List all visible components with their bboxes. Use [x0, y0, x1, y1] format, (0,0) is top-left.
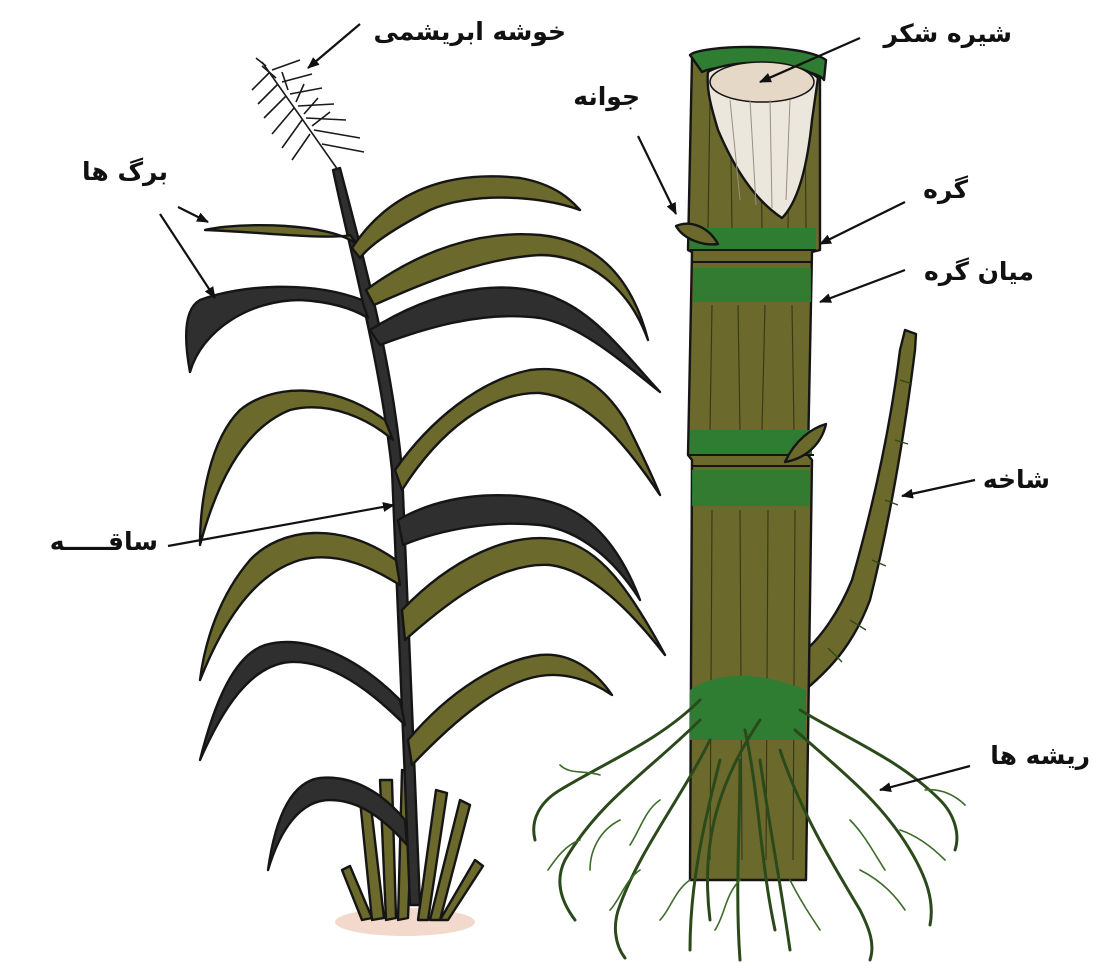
- label-silk-tassel: خوشه ابریشمی: [373, 17, 566, 47]
- arrow-node: [820, 202, 905, 244]
- leaf: [408, 655, 612, 765]
- arrow-leaves-2: [160, 214, 215, 298]
- label-roots: ریشه ها: [990, 741, 1090, 770]
- label-bud: جوانه: [573, 82, 640, 112]
- arrow-branch: [902, 480, 975, 496]
- leaf: [402, 538, 665, 655]
- cane-section: [534, 47, 965, 960]
- leaf: [186, 287, 368, 372]
- leaves-group: [186, 176, 665, 870]
- silk-tassel: [252, 58, 364, 170]
- node-band: [692, 470, 810, 506]
- arrow-bud: [638, 136, 676, 214]
- arrow-internode: [820, 270, 905, 302]
- leaf: [205, 225, 358, 245]
- whole-plant: [186, 58, 665, 936]
- label-sugar-juice: شیره شکر: [882, 19, 1012, 49]
- leaf: [395, 369, 660, 495]
- label-leaves: برگ ها: [82, 157, 168, 187]
- label-branch: شاخه: [983, 465, 1050, 494]
- leaf: [200, 642, 405, 760]
- arrow-silk-tassel: [308, 24, 360, 68]
- node-band: [693, 268, 811, 302]
- label-internode: میان گره: [924, 257, 1034, 287]
- label-node: گره: [923, 175, 968, 205]
- root-crown: [690, 676, 806, 740]
- label-stem: ساقـــــه: [50, 527, 158, 556]
- branch-shoot: [800, 330, 916, 690]
- arrow-leaves-1: [178, 207, 208, 222]
